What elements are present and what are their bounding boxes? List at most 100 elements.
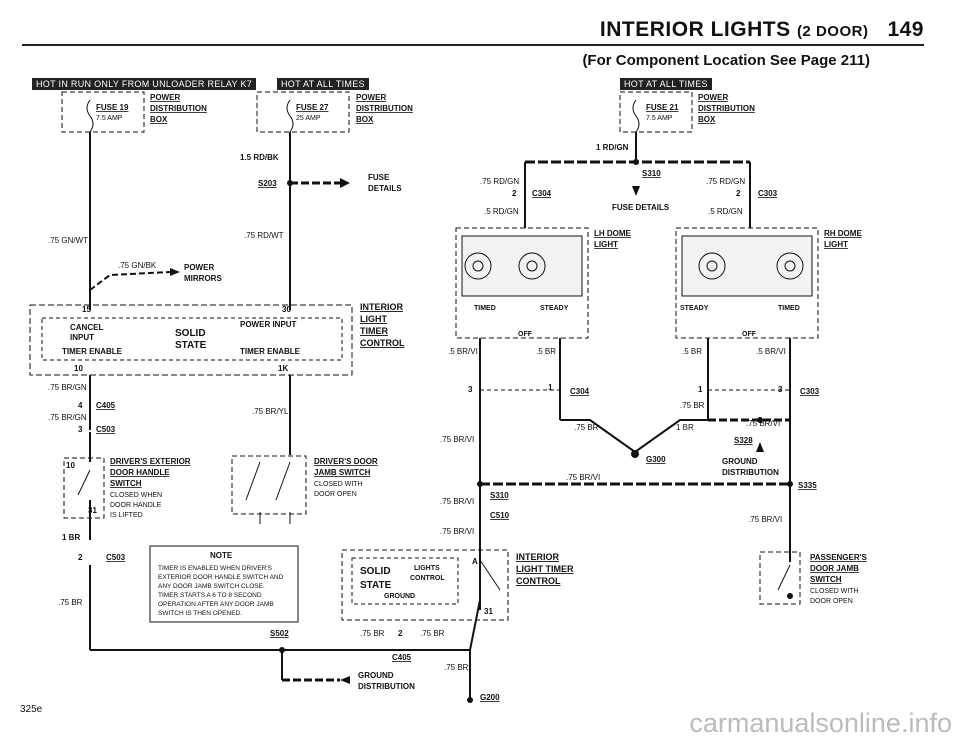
g200-label: G200: [480, 693, 500, 702]
solid-state-line1: SOLID: [175, 328, 206, 339]
wire-label-br-yl: .75 BR/YL: [252, 407, 289, 416]
lh-dome-light: TIMED STEADY OFF LH DOME LIGHT: [455, 227, 632, 339]
s335-label: S335: [798, 481, 817, 490]
svg-text:.75 BR/VI: .75 BR/VI: [566, 473, 600, 482]
c304-label-a: C304: [532, 189, 552, 198]
svg-text:CLOSED WITH: CLOSED WITH: [810, 588, 859, 595]
svg-text:.5 BR/VI: .5 BR/VI: [756, 347, 786, 356]
fuse-27-box: FUSE 27 25 AMP POWER DISTRIBUTION BOX: [256, 91, 413, 133]
svg-text:3: 3: [78, 425, 83, 434]
timer-title-line2: LIGHT: [360, 314, 387, 324]
page-title: INTERIOR LIGHTS: [599, 18, 791, 41]
pin-30: 30: [282, 305, 291, 314]
svg-text:4: 4: [78, 401, 83, 410]
svg-text:SOLID: SOLID: [360, 566, 391, 577]
svg-text:.5 BR/VI: .5 BR/VI: [448, 347, 478, 356]
solid-state-line2: STATE: [175, 340, 207, 351]
svg-text:.5 RD/GN: .5 RD/GN: [708, 207, 743, 216]
c510-label: C510: [490, 511, 510, 520]
power-mirrors-line2: MIRRORS: [184, 274, 222, 283]
svg-text:1: 1: [548, 383, 553, 392]
svg-text:STEADY: STEADY: [680, 305, 709, 312]
c503-label-b: C503: [106, 553, 126, 562]
svg-text:.75 BR/VI: .75 BR/VI: [440, 435, 474, 444]
svg-text:GROUND: GROUND: [358, 671, 394, 680]
page-header: INTERIOR LIGHTS (2 DOOR) 149: [600, 18, 924, 42]
svg-text:OFF: OFF: [742, 331, 757, 338]
page-title-suffix: (2 DOOR): [796, 23, 869, 40]
svg-text:1: 1: [698, 385, 703, 394]
c304-label-b: C304: [570, 387, 590, 396]
svg-text:.75 BR/VI: .75 BR/VI: [440, 527, 474, 536]
s310-label-b: S310: [490, 491, 509, 500]
svg-text:OPERATION AFTER ANY DOOR JAMB: OPERATION AFTER ANY DOOR JAMB: [158, 601, 274, 608]
svg-text:SWITCH IS THEN OPENED.: SWITCH IS THEN OPENED.: [158, 610, 242, 617]
fuse-19-box-line2: DISTRIBUTION: [150, 104, 207, 113]
fuse-19-label: FUSE 19: [96, 103, 129, 112]
s502-label: S502: [270, 629, 289, 638]
note-title: NOTE: [210, 551, 233, 560]
svg-text:3: 3: [468, 385, 473, 394]
page-number: 149: [887, 18, 924, 41]
rh-dome-light: STEADY TIMED OFF RH DOME LIGHT: [675, 227, 862, 339]
ext-switch-title3: SWITCH: [110, 479, 142, 488]
hot-at-all-times-badge-mid: HOT AT ALL TIMES: [277, 78, 369, 90]
timer-title-line4: CONTROL: [360, 338, 405, 348]
svg-text:.5 BR: .5 BR: [682, 347, 702, 356]
power-mirrors-line1: POWER: [184, 263, 214, 272]
fuse-27-box-line1: POWER: [356, 93, 386, 102]
pass-switch-title1: PASSENGER'S: [810, 553, 868, 562]
power-input-label: POWER INPUT: [240, 320, 297, 329]
jamb-switch-title2: JAMB SWITCH: [314, 468, 371, 477]
fuse-19-box: FUSE 19 7.5 AMP POWER DISTRIBUTION BOX: [61, 91, 207, 133]
svg-text:CONTROL: CONTROL: [410, 575, 445, 582]
svg-text:TIMER IS ENABLED WHEN DRIVER'S: TIMER IS ENABLED WHEN DRIVER'S: [158, 565, 273, 572]
svg-text:.75 BR/VI: .75 BR/VI: [440, 497, 474, 506]
svg-text:.75 BR: .75 BR: [444, 663, 469, 672]
wire-label-1br: 1 BR: [62, 533, 80, 542]
rh-dome-title1: RH DOME: [824, 229, 862, 238]
svg-text:TIMED: TIMED: [474, 305, 496, 312]
svg-text:.75 BR/VI: .75 BR/VI: [746, 419, 780, 428]
fuse-21-box-line1: POWER: [698, 93, 728, 102]
c405-label-b: C405: [392, 653, 412, 662]
s310-label-a: S310: [642, 169, 661, 178]
svg-text:DISTRIBUTION: DISTRIBUTION: [358, 682, 415, 691]
svg-text:.75 BR: .75 BR: [420, 629, 445, 638]
c303-label-b: C303: [800, 387, 820, 396]
wire-label-1rdgn: 1 RD/GN: [596, 143, 629, 152]
timer-enable-right: TIMER ENABLE: [240, 347, 301, 356]
svg-text:.75 RD/GN: .75 RD/GN: [480, 177, 519, 186]
fuse-21-box-line3: BOX: [698, 115, 716, 124]
fuse-21-label: FUSE 21: [646, 103, 679, 112]
svg-text:.75 BR/VI: .75 BR/VI: [748, 515, 782, 524]
fuse-19-box-line1: POWER: [150, 93, 180, 102]
passengers-door-jamb-switch: PASSENGER'S DOOR JAMB SWITCH CLOSED WITH…: [759, 540, 868, 605]
wire-gn-bk: [89, 271, 171, 291]
pass-switch-title2: DOOR JAMB: [810, 564, 859, 573]
wire-label-75br-l: .75 BR: [58, 598, 83, 607]
svg-text:A: A: [472, 557, 478, 566]
jamb-switch-title1: DRIVER'S DOOR: [314, 457, 378, 466]
svg-text:.75 BR: .75 BR: [680, 401, 705, 410]
cancel-input-line1: CANCEL: [70, 323, 103, 332]
svg-text:.75 RD/GN: .75 RD/GN: [706, 177, 745, 186]
cancel-input-line2: INPUT: [70, 333, 94, 342]
hot-at-all-times-badge-right: HOT AT ALL TIMES: [620, 78, 712, 90]
fuse-19-box-line3: BOX: [150, 115, 168, 124]
c303-label-a: C303: [758, 189, 778, 198]
svg-text:IS LIFTED: IS LIFTED: [110, 512, 143, 519]
svg-text:LIGHTS: LIGHTS: [414, 565, 440, 572]
wire-label-rd-wt: .75 RD/WT: [244, 231, 284, 240]
fuse-27-box-line3: BOX: [356, 115, 374, 124]
header-rule: [22, 44, 924, 46]
svg-text:CONTROL: CONTROL: [516, 576, 561, 586]
svg-text:31: 31: [484, 607, 493, 616]
svg-text:CLOSED WITH: CLOSED WITH: [314, 481, 363, 488]
svg-text:2: 2: [512, 189, 517, 198]
svg-text:ANY DOOR JAMB SWITCH CLOSE.: ANY DOOR JAMB SWITCH CLOSE.: [158, 583, 265, 590]
svg-text:STATE: STATE: [360, 580, 392, 591]
fuse-21-amp: 7.5 AMP: [646, 115, 673, 122]
svg-text:2: 2: [736, 189, 741, 198]
svg-text:.5 BR: .5 BR: [536, 347, 556, 356]
